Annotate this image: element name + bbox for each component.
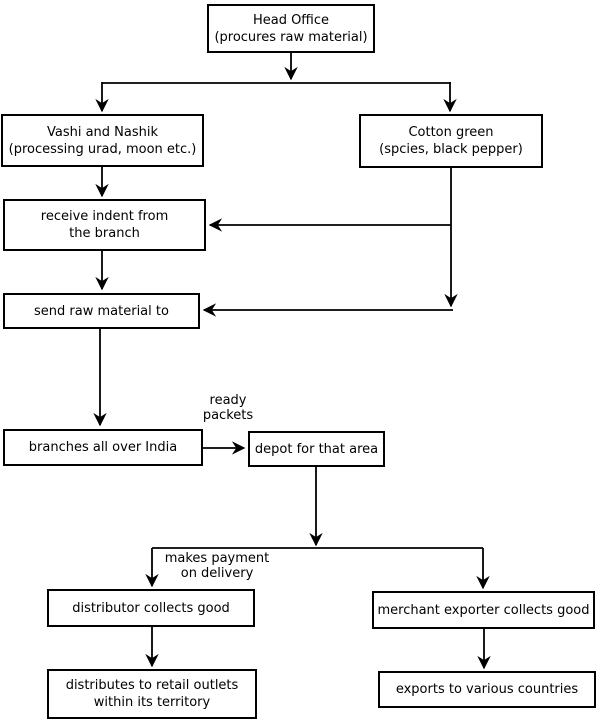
node-vashi-nashik: Vashi and Nashik (processing urad, moon …	[1, 114, 204, 167]
node-branches-india: branches all over India	[3, 429, 203, 466]
node-distributor: distributor collects good	[47, 589, 255, 627]
node-head-office: Head Office (procures raw material)	[207, 4, 375, 53]
node-retail-outlets: distributes to retail outlets within its…	[47, 669, 257, 719]
edge-label-makes-payment: makes payment on delivery	[164, 551, 270, 581]
node-receive-indent: receive indent from the branch	[3, 199, 206, 251]
node-merchant-exporter: merchant exporter collects good	[372, 591, 595, 629]
node-cotton-green: Cotton green (spcies, black pepper)	[359, 114, 543, 168]
node-send-raw-material: send raw material to	[3, 293, 200, 329]
node-exports-countries: exports to various countries	[378, 671, 596, 708]
edge-label-ready-packets: ready packets	[202, 393, 254, 423]
node-depot-area: depot for that area	[248, 431, 385, 467]
